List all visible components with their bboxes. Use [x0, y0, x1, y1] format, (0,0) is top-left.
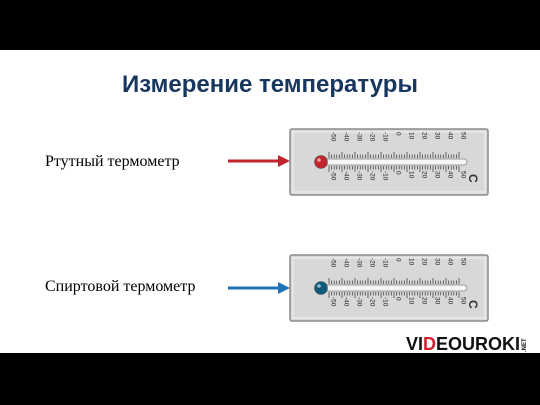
videouroki-logo: VI D EOUROKI .NET [406, 334, 528, 353]
scale-label-bottom: 0 [395, 171, 402, 175]
scale-label-bottom: 50 [460, 171, 467, 179]
scale-label-top: 20 [421, 132, 428, 140]
thermometer-bulb [314, 155, 328, 169]
logo-text-2: D [423, 334, 436, 353]
alcohol-thermometer: -50 -50 -40 -40 -30 -30 -20 -20 -10 -10 0 0 10 10 20 20… [289, 254, 489, 322]
mercury-arrow-icon [228, 155, 290, 167]
thermometer-tube [314, 158, 468, 166]
scale-label-top: -30 [356, 132, 363, 142]
scale-label-bottom: -50 [330, 171, 337, 181]
scale-label-bottom: 40 [447, 297, 454, 305]
scale-label-bottom: -20 [369, 171, 376, 181]
scale-label-bottom: -10 [382, 297, 389, 307]
scale-label-top: 30 [434, 258, 441, 266]
scale-label-bottom: 50 [460, 297, 467, 305]
mercury-thermometer-label: Ртутный термометр [45, 153, 180, 170]
scale-label-bottom: -20 [369, 297, 376, 307]
scale-label-bottom: 10 [408, 297, 415, 305]
scale-label-bottom: 0 [395, 297, 402, 301]
slide-title: Измерение температуры [122, 71, 418, 98]
scale-label-top: 50 [460, 258, 467, 266]
scale-label-bottom: -40 [343, 297, 350, 307]
scale-label-top: 0 [395, 258, 402, 262]
alcohol-arrow-icon [228, 282, 290, 294]
unit-label: C [466, 174, 480, 183]
scale-label-top: 30 [434, 132, 441, 140]
scale-label-bottom: 30 [434, 171, 441, 179]
scale-label-top: 10 [408, 132, 415, 140]
scale-label-top: -40 [343, 258, 350, 268]
scale-label-top: 20 [421, 258, 428, 266]
slide: Измерение температуры Ртутный термометр … [0, 50, 540, 353]
thermometer-bulb [314, 281, 328, 295]
scale-label-bottom: -30 [356, 171, 363, 181]
scale-label-bottom: -30 [356, 297, 363, 307]
mercury-thermometer: -50 -50 -40 -40 -30 -30 -20 -20 -10 -10 0 0 10 10 20 20… [289, 128, 489, 196]
scale-label-bottom: -40 [343, 171, 350, 181]
scale-label-top: -50 [330, 258, 337, 268]
scale-label-bottom: 10 [408, 171, 415, 179]
scale-label-bottom: 20 [421, 297, 428, 305]
scale-label-bottom: 40 [447, 171, 454, 179]
scale-label-top: -50 [330, 132, 337, 142]
scale-label-top: -10 [382, 132, 389, 142]
scale-label-top: 40 [447, 132, 454, 140]
scale-label-top: -30 [356, 258, 363, 268]
unit-label: C [466, 300, 480, 309]
scale-label-top: 50 [460, 132, 467, 140]
scale-label-bottom: 20 [421, 171, 428, 179]
logo-suffix: .NET [522, 338, 528, 352]
scale-label-bottom: -50 [330, 297, 337, 307]
alcohol-thermometer-label: Спиртовой термометр [45, 278, 196, 295]
logo-text-3: EOUROKI [436, 334, 520, 353]
scale-label-top: -40 [343, 132, 350, 142]
scale-label-top: -20 [369, 258, 376, 268]
scale-label-top: 0 [395, 132, 402, 136]
logo-text-1: VI [406, 334, 423, 353]
thermometer-tube [314, 284, 468, 292]
scale-label-top: 10 [408, 258, 415, 266]
scale-label-top: -20 [369, 132, 376, 142]
scale-label-top: -10 [382, 258, 389, 268]
scale-label-bottom: 30 [434, 297, 441, 305]
scale-label-bottom: -10 [382, 171, 389, 181]
scale-label-top: 40 [447, 258, 454, 266]
